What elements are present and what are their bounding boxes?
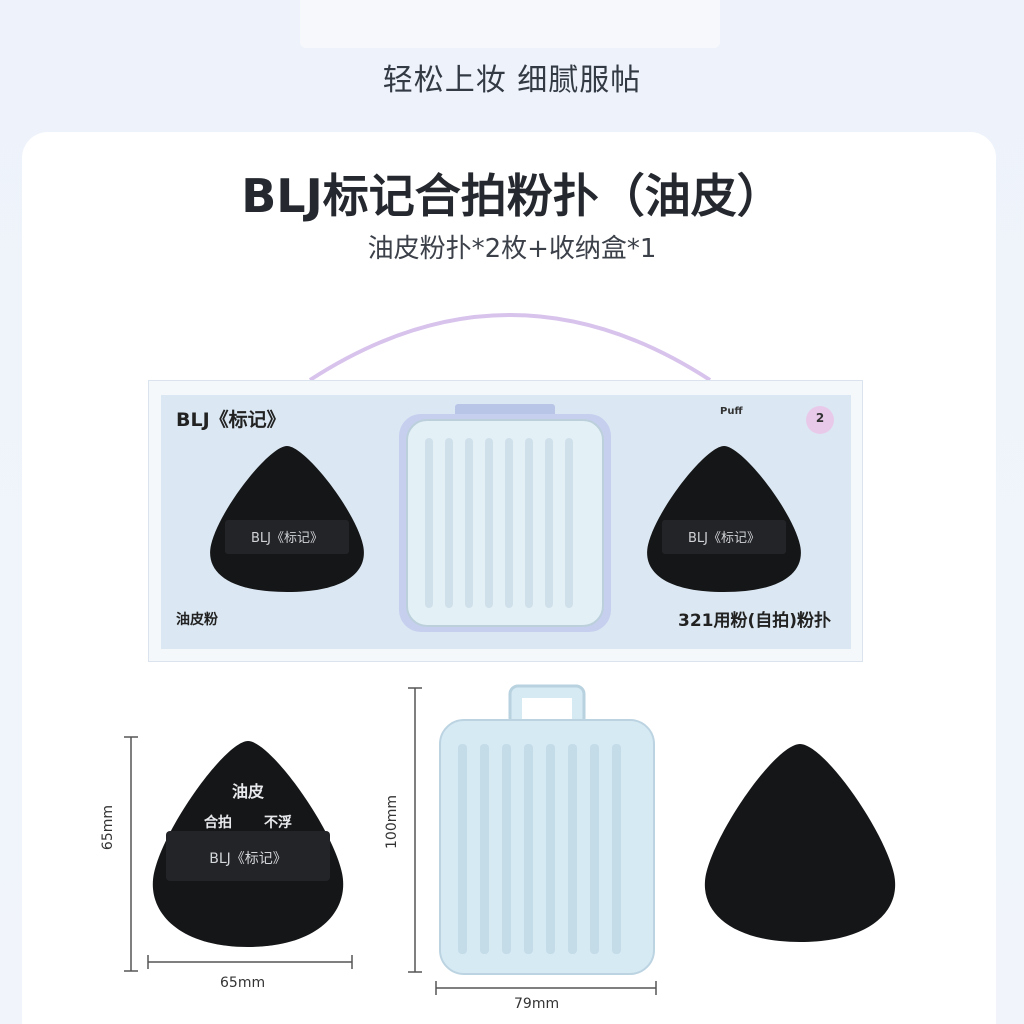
boxed-case — [399, 404, 611, 632]
case-width-label: 79mm — [514, 996, 560, 1012]
storage-case — [439, 684, 655, 975]
gift-box-puff-label: Puff — [720, 406, 743, 417]
puff-height-label: 65mm — [100, 805, 116, 851]
boxed-puff-left: BLJ《标记》 — [210, 446, 364, 592]
puff-width-line — [147, 955, 353, 969]
puff-with-band: BLJ《标记》 油皮 合拍 不浮 — [152, 741, 344, 947]
gift-box-brand: BLJ《标记》 — [176, 409, 286, 431]
gift-box-left-text: 油皮粉 — [176, 612, 218, 628]
puff-width-label: 65mm — [220, 975, 266, 991]
handle-arc — [308, 313, 712, 382]
product-title: BLJ标记合拍粉扑（油皮） — [241, 169, 783, 223]
puff-plain — [704, 744, 896, 942]
top-strip — [300, 0, 720, 48]
boxed-puff-right: BLJ《标记》 — [647, 446, 801, 592]
puff-height-line — [124, 736, 138, 972]
case-height-line — [408, 687, 422, 973]
boxed-puff-left-band: BLJ《标记》 — [251, 531, 323, 546]
svg-text:油皮: 油皮 — [232, 782, 264, 801]
case-width-line — [435, 981, 657, 995]
gift-box-right-text: 321用粉(自拍)粉扑 — [678, 611, 832, 631]
gift-box-count-badge: 2 — [806, 406, 834, 434]
boxed-puff-right-band: BLJ《标记》 — [688, 531, 760, 546]
svg-text:不浮: 不浮 — [264, 814, 292, 831]
product-subtitle: 油皮粉扑*2枚+收纳盒*1 — [367, 234, 657, 264]
case-height-label: 100mm — [384, 795, 400, 849]
svg-text:合拍: 合拍 — [204, 814, 232, 831]
puff-band-text: BLJ《标记》 — [209, 851, 287, 867]
tagline: 轻松上妆 细腻服帖 — [382, 63, 642, 98]
